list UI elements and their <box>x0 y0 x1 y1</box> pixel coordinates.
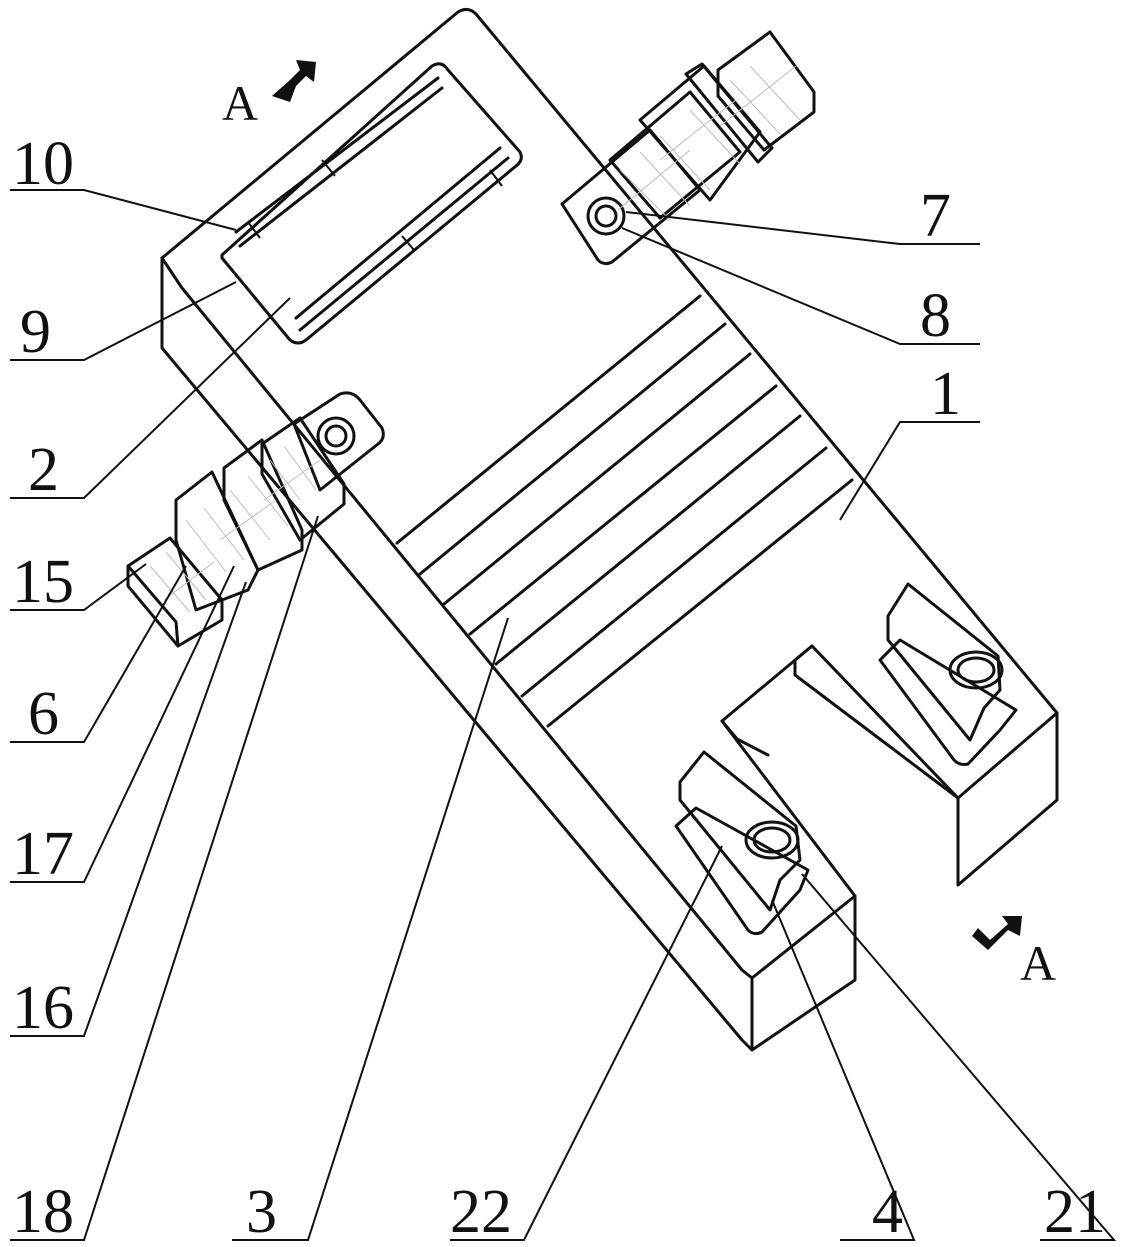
label-1: 1 <box>930 360 961 428</box>
groove-lines <box>395 294 854 728</box>
label-22: 22 <box>450 1178 512 1246</box>
label-16: 16 <box>12 974 74 1042</box>
section-arrow-bottom <box>972 916 1022 950</box>
label-21: 21 <box>1044 1178 1106 1246</box>
main-plate <box>160 7 1059 1052</box>
label-6: 6 <box>28 680 59 748</box>
leader-lines <box>10 189 1117 1241</box>
label-3: 3 <box>246 1178 277 1246</box>
label-10: 10 <box>12 130 74 198</box>
section-mark-top: A <box>222 75 258 131</box>
label-18: 18 <box>12 1178 74 1246</box>
window-opening <box>220 62 523 345</box>
section-mark-bottom: A <box>1020 935 1056 991</box>
label-17: 17 <box>12 820 74 888</box>
upper-right-bolt <box>560 30 816 266</box>
label-15: 15 <box>12 548 74 616</box>
middle-pin <box>674 750 810 936</box>
section-arrow-top <box>272 60 316 102</box>
right-pin <box>878 582 1018 766</box>
label-8: 8 <box>920 282 951 350</box>
label-9: 9 <box>20 298 51 366</box>
label-4: 4 <box>872 1178 903 1246</box>
left-bolt <box>126 391 385 648</box>
label-2: 2 <box>28 436 59 504</box>
label-7: 7 <box>920 182 951 250</box>
